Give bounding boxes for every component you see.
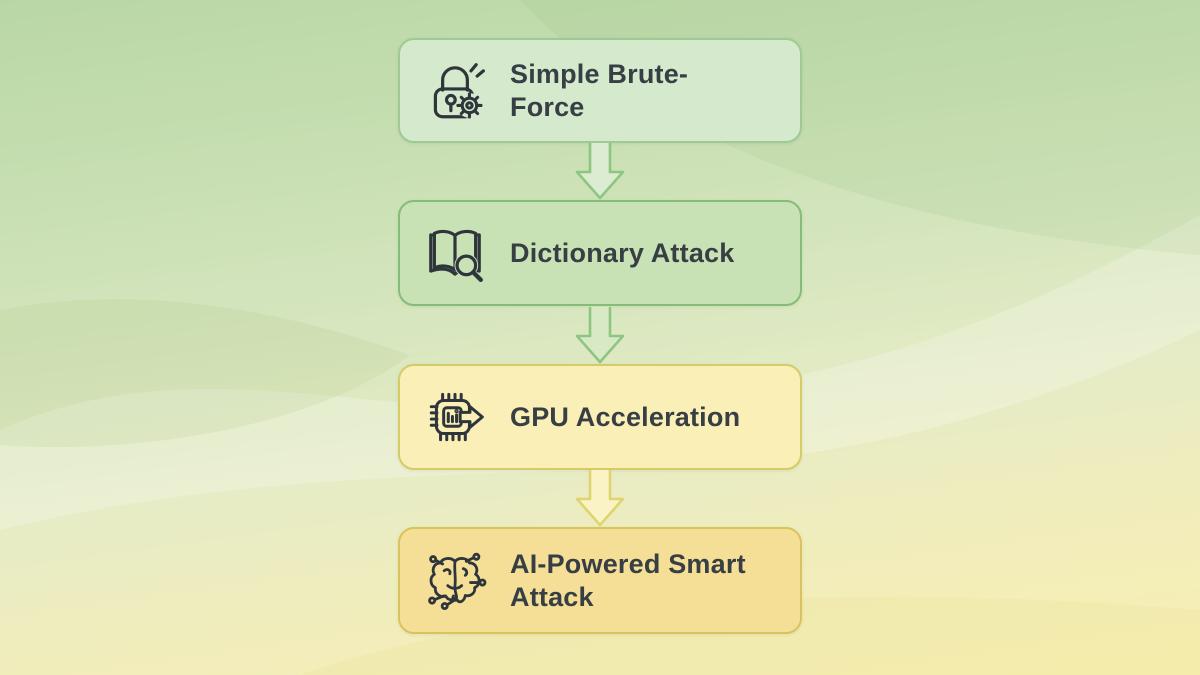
background-wave (0, 215, 1200, 530)
flow-step-dictionary-attack: Dictionary Attack (398, 200, 802, 306)
book-magnifier-icon (422, 220, 488, 286)
flow-step-simple-brute-force: Simple Brute-Force (398, 38, 802, 143)
brain-network-icon (422, 548, 488, 614)
background-wave (300, 596, 1200, 675)
step-label: Simple Brute-Force (510, 58, 689, 122)
down-arrow-connector (575, 307, 625, 364)
flow-step-gpu-acceleration: GPU Acceleration (398, 364, 802, 470)
lock-gear-icon (422, 58, 488, 124)
step-label: AI-Powered Smart Attack (510, 548, 746, 612)
background-wave (0, 299, 410, 448)
down-arrow-connector (575, 470, 625, 527)
step-label: GPU Acceleration (510, 401, 741, 432)
gpu-chip-icon (422, 384, 488, 450)
down-arrow-connector (575, 143, 625, 200)
flow-step-ai-smart-attack: AI-Powered Smart Attack (398, 527, 802, 634)
step-label: Dictionary Attack (510, 237, 735, 268)
